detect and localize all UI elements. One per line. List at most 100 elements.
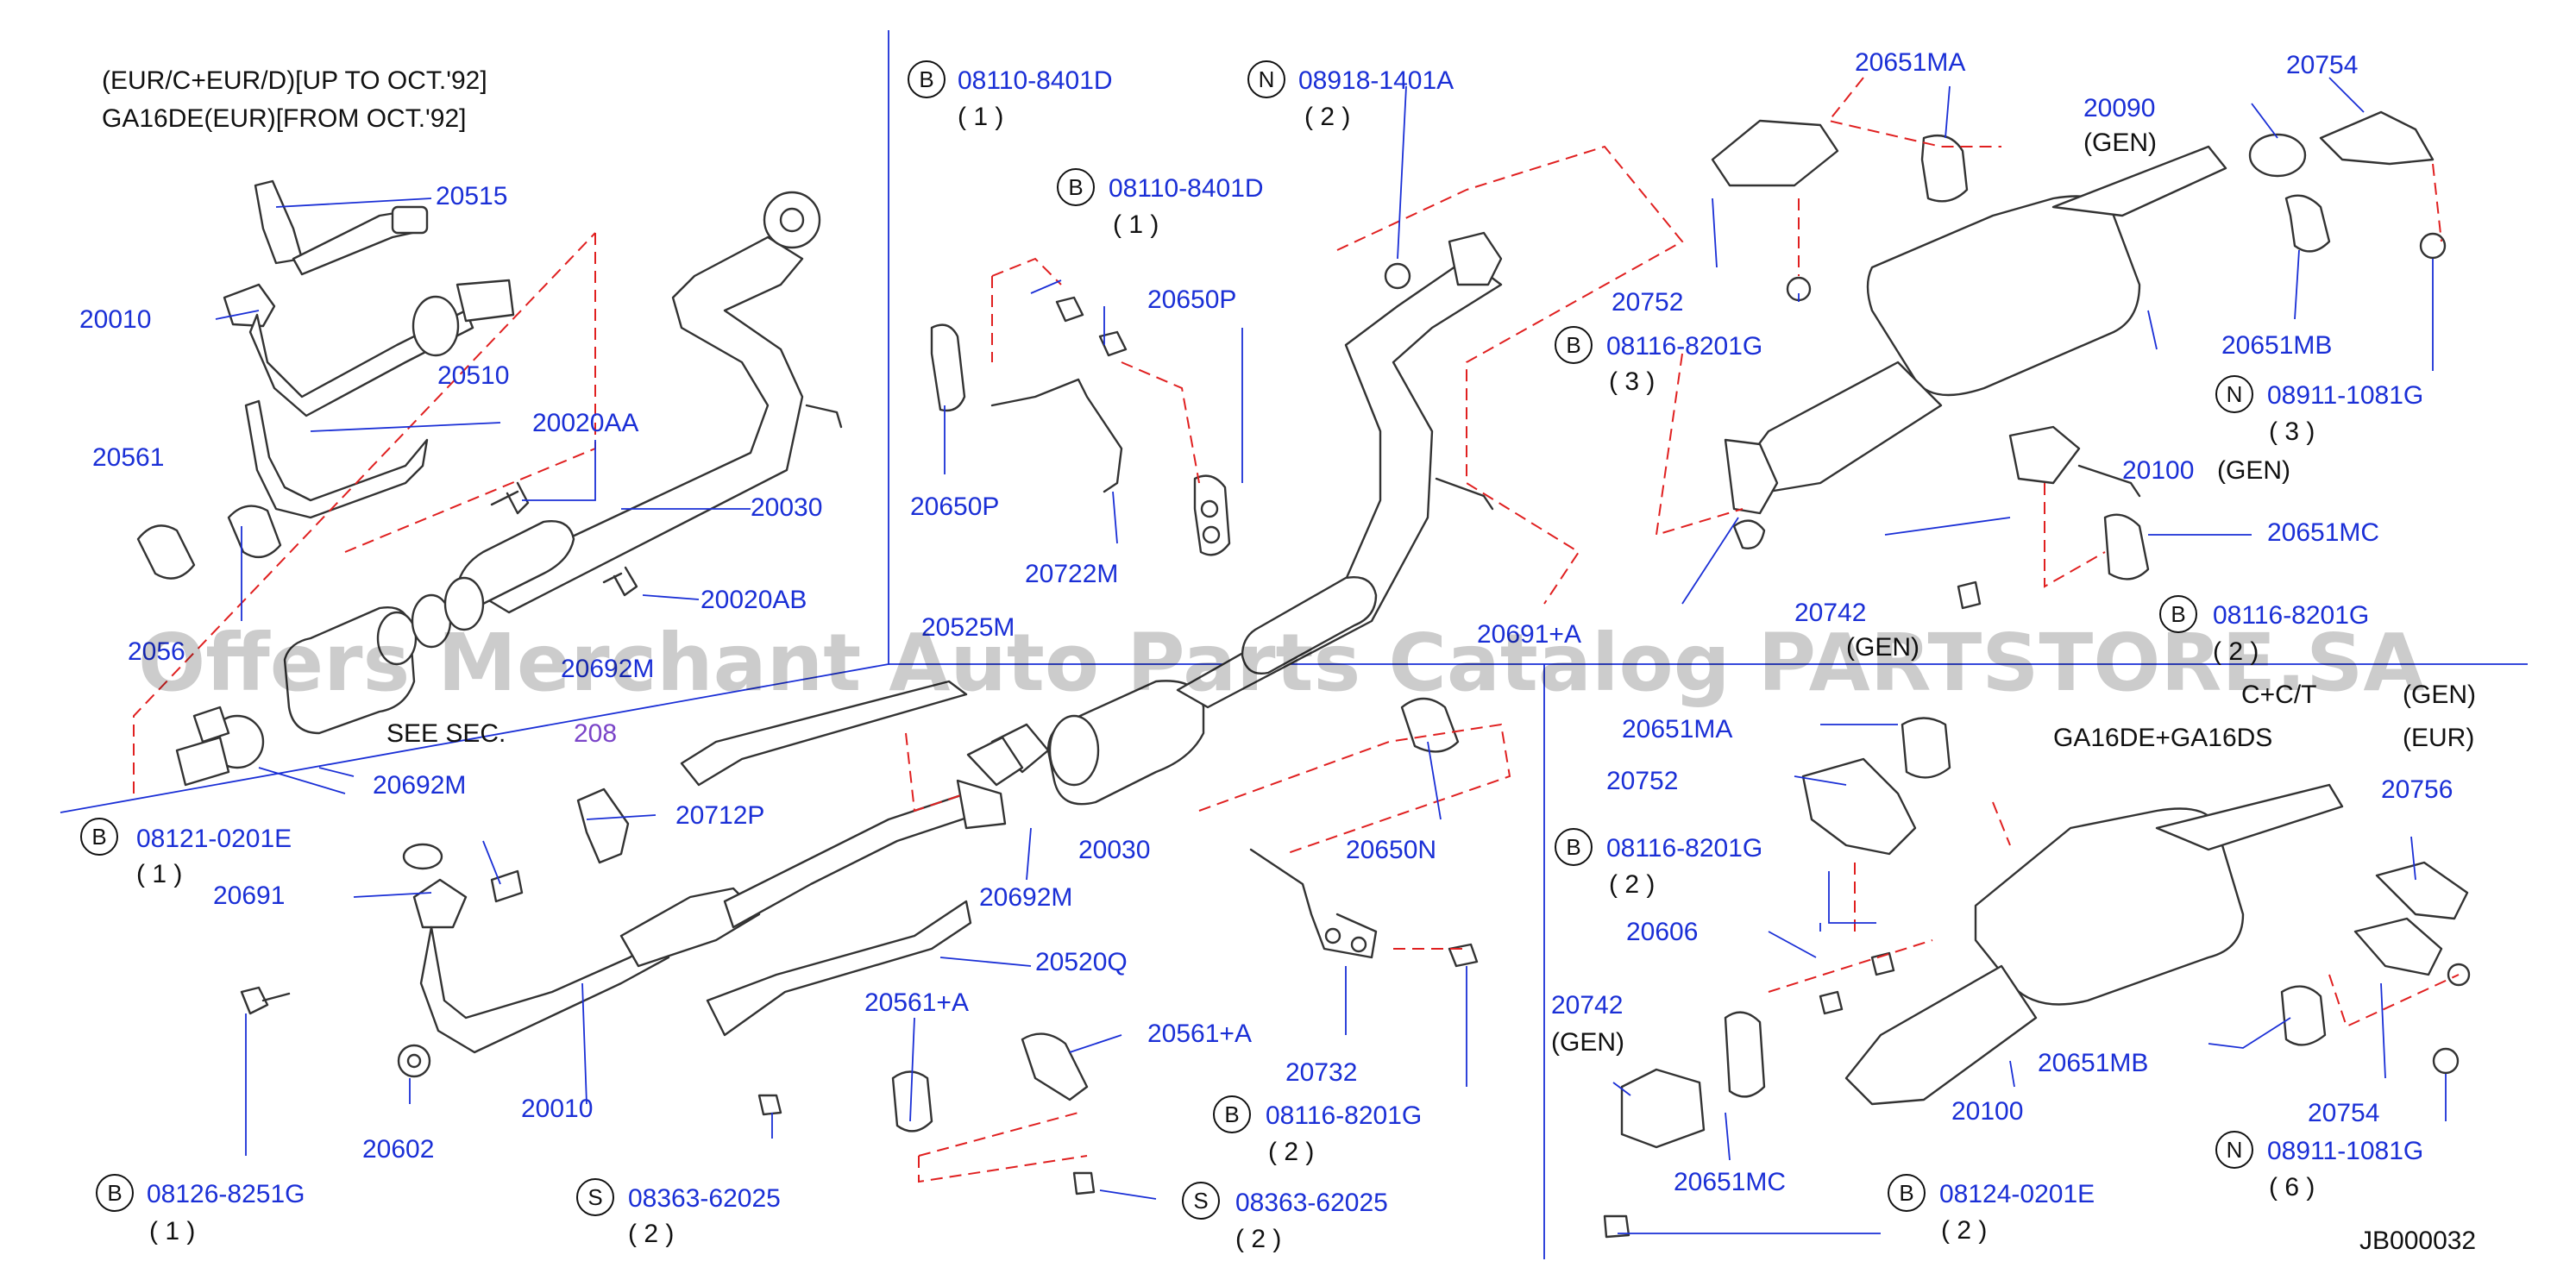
fastener-callout[interactable]: B 08121-0201E ( 1 ) xyxy=(80,818,292,888)
fastener-callout[interactable]: B 08116-8201G ( 3 ) xyxy=(1555,326,1762,396)
prefix-circle xyxy=(1555,828,1593,866)
fastener-callouts: B 08110-8401D ( 1 ) N 08918-1401A ( 2 ) … xyxy=(80,60,2423,1253)
fastener-prefix: B xyxy=(2171,601,2185,627)
fastener-part-number[interactable]: 08116-8201G xyxy=(1606,834,1762,863)
part-label[interactable]: 20602 xyxy=(362,1135,434,1164)
fastener-prefix: S xyxy=(587,1184,602,1210)
part-label[interactable]: 20510 xyxy=(437,361,509,390)
part-label[interactable]: 20561 xyxy=(92,443,164,472)
part-label[interactable]: 20020AA xyxy=(532,409,638,437)
part-label[interactable]: 20561+A xyxy=(1147,1020,1252,1048)
gen-note: (GEN) xyxy=(1551,1028,1624,1057)
fastener-qty: ( 2 ) xyxy=(1609,870,1655,899)
fastener-callout[interactable]: B 08116-8201G ( 2 ) xyxy=(2159,595,2369,666)
part-label[interactable]: 20090 xyxy=(2083,94,2155,122)
part-label[interactable]: 20742 xyxy=(1551,991,1623,1020)
fastener-callout[interactable]: S 08363-62025 ( 2 ) xyxy=(1182,1182,1388,1253)
part-label[interactable]: 2056 xyxy=(128,637,185,666)
leader-lines xyxy=(215,77,2447,1234)
part-label[interactable]: 20525M xyxy=(921,613,1015,642)
fastener-qty: ( 6 ) xyxy=(2269,1173,2315,1202)
fastener-part-number[interactable]: 08911-1081G xyxy=(2267,381,2423,410)
watermark: Offers Merchant Auto Parts Catalog PARTS… xyxy=(138,617,2425,709)
fastener-prefix: N xyxy=(2227,381,2243,407)
part-label[interactable]: 20754 xyxy=(2308,1099,2379,1127)
fastener-part-number[interactable]: 08116-8201G xyxy=(1606,332,1762,361)
upper-right-parts xyxy=(1711,110,2447,610)
part-label[interactable]: 20742 xyxy=(1794,599,1866,627)
part-label[interactable]: 20754 xyxy=(2286,51,2358,79)
fastener-callout[interactable]: B 08116-8201G ( 2 ) xyxy=(1213,1095,1422,1166)
gen-note: (GEN) xyxy=(2403,681,2476,709)
part-label[interactable]: 20756 xyxy=(2381,775,2453,804)
fastener-qty: ( 1 ) xyxy=(149,1217,195,1245)
part-label[interactable]: 20712P xyxy=(675,801,764,830)
fastener-part-number[interactable]: 08918-1401A xyxy=(1298,66,1454,95)
part-label[interactable]: 20732 xyxy=(1285,1058,1357,1087)
section-link[interactable]: 208 xyxy=(574,719,617,748)
part-label[interactable]: 20651MA xyxy=(1855,48,1965,77)
gen-note: (GEN) xyxy=(2083,129,2157,157)
part-label[interactable]: 20020AB xyxy=(701,586,807,614)
fastener-part-number[interactable]: 08124-0201E xyxy=(1939,1180,2095,1208)
part-label[interactable]: 20752 xyxy=(1612,288,1683,317)
fastener-callout[interactable]: B 08116-8201G ( 2 ) xyxy=(1555,828,1762,899)
part-label[interactable]: 20651MA xyxy=(1622,715,1732,744)
fastener-callout[interactable]: N 08918-1401A ( 2 ) xyxy=(1247,60,1454,131)
fastener-part-number[interactable]: 08911-1081G xyxy=(2267,1137,2423,1165)
fastener-part-number[interactable]: 08110-8401D xyxy=(1109,174,1264,203)
part-label[interactable]: 20515 xyxy=(436,182,507,210)
fastener-qty: ( 3 ) xyxy=(1609,367,1655,396)
fastener-part-number[interactable]: 08110-8401D xyxy=(958,66,1113,95)
part-label[interactable]: 20692M xyxy=(979,883,1072,912)
part-label[interactable]: 20650N xyxy=(1346,836,1436,864)
fastener-qty: ( 2 ) xyxy=(1235,1225,1281,1253)
prefix-circle xyxy=(80,818,118,856)
part-label[interactable]: 20606 xyxy=(1626,918,1698,946)
part-label[interactable]: 20692M xyxy=(561,655,654,683)
part-label[interactable]: 20100 xyxy=(2122,456,2194,485)
part-label[interactable]: 20691+A xyxy=(1477,620,1581,649)
fastener-callout[interactable]: B 08110-8401D ( 1 ) xyxy=(1057,168,1264,239)
fastener-part-number[interactable]: 08363-62025 xyxy=(1235,1189,1388,1217)
fastener-callout[interactable]: N 08911-1081G ( 6 ) xyxy=(2215,1131,2423,1202)
see-section-note: SEE SEC. xyxy=(386,719,506,748)
part-label[interactable]: 20651MB xyxy=(2038,1049,2148,1077)
fastener-callout[interactable]: S 08363-62025 ( 2 ) xyxy=(576,1178,781,1248)
part-label[interactable]: 20692M xyxy=(373,771,466,800)
part-label[interactable]: 20100 xyxy=(1951,1097,2023,1126)
part-label[interactable]: 20651MC xyxy=(1674,1168,1786,1196)
lower-right-parts xyxy=(1603,717,2471,1239)
part-label[interactable]: 20010 xyxy=(521,1095,593,1123)
part-label[interactable]: 20650P xyxy=(910,493,999,521)
fastener-qty: ( 2 ) xyxy=(2213,637,2259,666)
fastener-part-number[interactable]: 08126-8251G xyxy=(147,1180,305,1208)
fastener-part-number[interactable]: 08116-8201G xyxy=(1266,1101,1422,1130)
fastener-callout[interactable]: B 08124-0201E ( 2 ) xyxy=(1888,1174,2095,1245)
part-label[interactable]: 20651MC xyxy=(2267,518,2379,547)
fastener-callout[interactable]: B 08110-8401D ( 1 ) xyxy=(908,60,1113,131)
part-label[interactable]: 20752 xyxy=(1606,767,1678,795)
fastener-part-number[interactable]: 08121-0201E xyxy=(136,825,292,853)
part-label[interactable]: 20691 xyxy=(213,882,285,910)
fastener-part-number[interactable]: 08116-8201G xyxy=(2213,601,2369,630)
fastener-callout[interactable]: N 08911-1081G ( 3 ) xyxy=(2215,375,2423,446)
part-label[interactable]: 20561+A xyxy=(864,988,969,1017)
fastener-callout[interactable]: B 08126-8251G ( 1 ) xyxy=(96,1174,305,1245)
part-label[interactable]: 20030 xyxy=(1078,836,1150,864)
part-label[interactable]: 20650P xyxy=(1147,285,1236,314)
fastener-qty: ( 2 ) xyxy=(1304,103,1350,131)
part-label[interactable]: 20010 xyxy=(79,305,151,334)
fastener-part-number[interactable]: 08363-62025 xyxy=(628,1184,781,1213)
gen-note: (GEN) xyxy=(1846,633,1919,662)
fastener-qty: ( 2 ) xyxy=(1268,1138,1314,1166)
prefix-circle xyxy=(1213,1095,1251,1133)
part-label[interactable]: 20722M xyxy=(1025,560,1118,588)
part-label[interactable]: 20030 xyxy=(751,493,822,522)
prefix-circle xyxy=(96,1174,134,1212)
prefix-circle xyxy=(2159,595,2197,633)
part-label[interactable]: 20651MB xyxy=(2221,331,2332,360)
center-section-parts xyxy=(680,231,1503,1195)
fastener-prefix: B xyxy=(1899,1180,1913,1206)
part-label[interactable]: 20520Q xyxy=(1035,948,1128,976)
